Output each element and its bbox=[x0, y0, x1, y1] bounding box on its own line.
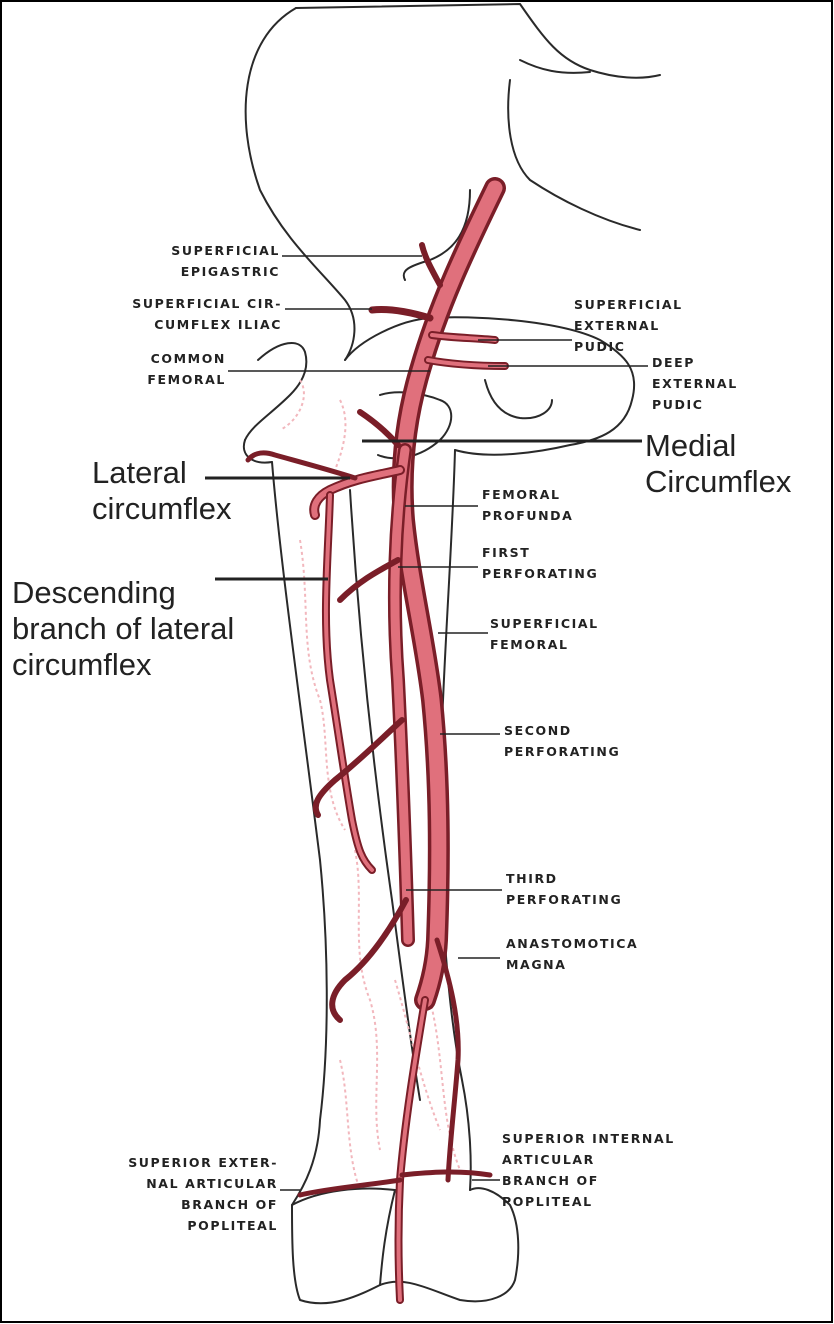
arteries bbox=[248, 188, 505, 1300]
label-femoral-profunda: FEMORAL PROFUNDA bbox=[482, 484, 573, 526]
label-line: SUPERFICIAL bbox=[574, 294, 683, 315]
label-line: SUPERFICIAL bbox=[130, 240, 280, 261]
label-line: PERFORATING bbox=[504, 741, 620, 762]
pelvis-outline-top bbox=[296, 4, 660, 78]
label-line: BRANCH OF bbox=[78, 1194, 278, 1215]
label-line: POPLITEAL bbox=[78, 1215, 278, 1236]
label-line: ARTICULAR bbox=[502, 1149, 675, 1170]
label-lateral-circumflex: Lateral circumflex bbox=[92, 455, 232, 527]
label-common-femoral: COMMON FEMORAL bbox=[110, 348, 226, 390]
femur-lateral-border bbox=[272, 462, 327, 1205]
superior-internal-articular-artery bbox=[402, 1172, 490, 1175]
lateral-circumflex-ascending bbox=[248, 453, 355, 478]
label-line: PERFORATING bbox=[482, 563, 598, 584]
label-line: circumflex bbox=[92, 491, 232, 527]
label-line: ANASTOMOTICA bbox=[506, 933, 638, 954]
label-superior-external-articular: SUPERIOR EXTER- NAL ARTICULAR BRANCH OF … bbox=[78, 1152, 278, 1236]
label-line: BRANCH OF bbox=[502, 1170, 675, 1191]
label-line: PERFORATING bbox=[506, 889, 622, 910]
second-perforating-artery bbox=[316, 720, 402, 815]
label-line: SUPERIOR EXTER- bbox=[78, 1152, 278, 1173]
label-line: Medial bbox=[645, 428, 791, 464]
faint-vessel-1 bbox=[280, 380, 304, 430]
label-superficial-external-pudic: SUPERFICIAL EXTERNAL PUDIC bbox=[574, 294, 683, 357]
label-line: CUMFLEX ILIAC bbox=[70, 314, 282, 335]
label-line: DEEP bbox=[652, 352, 738, 373]
label-descending-branch: Descending branch of lateral circumflex bbox=[12, 575, 234, 683]
superficial-epigastric-artery bbox=[422, 245, 440, 285]
label-superficial-circumflex-iliac: SUPERFICIAL CIR- CUMFLEX ILIAC bbox=[70, 293, 282, 335]
label-line: Lateral bbox=[92, 455, 232, 491]
superior-external-articular-artery bbox=[300, 1180, 400, 1195]
intercondylar-line bbox=[380, 1190, 395, 1285]
label-second-perforating: SECOND PERFORATING bbox=[504, 720, 620, 762]
label-third-perforating: THIRD PERFORATING bbox=[506, 868, 622, 910]
pelvis-inner-line bbox=[508, 80, 640, 230]
label-medial-circumflex: Medial Circumflex bbox=[645, 428, 791, 500]
label-superior-internal-articular: SUPERIOR INTERNAL ARTICULAR BRANCH OF PO… bbox=[502, 1128, 675, 1212]
third-perforating-artery bbox=[332, 900, 406, 1020]
faint-vessel-4 bbox=[355, 850, 380, 1150]
label-line: MAGNA bbox=[506, 954, 638, 975]
label-line: THIRD bbox=[506, 868, 622, 889]
label-line: Descending bbox=[12, 575, 234, 611]
label-anastomotica-magna: ANASTOMOTICA MAGNA bbox=[506, 933, 638, 975]
label-line: branch of lateral bbox=[12, 611, 234, 647]
superficial-circumflex-iliac-artery bbox=[372, 309, 430, 318]
label-line: SUPERIOR INTERNAL bbox=[502, 1128, 675, 1149]
label-line: FEMORAL bbox=[110, 369, 226, 390]
label-line: SUPERFICIAL CIR- bbox=[70, 293, 282, 314]
label-first-perforating: FIRST PERFORATING bbox=[482, 542, 598, 584]
label-line: EPIGASTRIC bbox=[130, 261, 280, 282]
label-superficial-epigastric: SUPERFICIAL EPIGASTRIC bbox=[130, 240, 280, 282]
label-line: COMMON bbox=[110, 348, 226, 369]
label-line: PUDIC bbox=[652, 394, 738, 415]
label-line: SECOND bbox=[504, 720, 620, 741]
femoral-condyles bbox=[292, 1188, 518, 1303]
label-line: PROFUNDA bbox=[482, 505, 573, 526]
faint-vessel-2 bbox=[335, 400, 345, 470]
label-line: SUPERFICIAL bbox=[490, 613, 599, 634]
label-line: EXTERNAL bbox=[652, 373, 738, 394]
greater-trochanter bbox=[245, 343, 306, 440]
label-line: FEMORAL bbox=[490, 634, 599, 655]
faint-vessel-7 bbox=[340, 1060, 360, 1190]
label-deep-external-pudic: DEEP EXTERNAL PUDIC bbox=[652, 352, 738, 415]
label-line: POPLITEAL bbox=[502, 1191, 675, 1212]
label-line: circumflex bbox=[12, 647, 234, 683]
label-line: FIRST bbox=[482, 542, 598, 563]
label-superficial-femoral: SUPERFICIAL FEMORAL bbox=[490, 613, 599, 655]
label-line: Circumflex bbox=[645, 464, 791, 500]
label-line: FEMORAL bbox=[482, 484, 573, 505]
label-line: EXTERNAL bbox=[574, 315, 683, 336]
obturator-foramen bbox=[485, 380, 552, 418]
label-line: NAL ARTICULAR bbox=[78, 1173, 278, 1194]
